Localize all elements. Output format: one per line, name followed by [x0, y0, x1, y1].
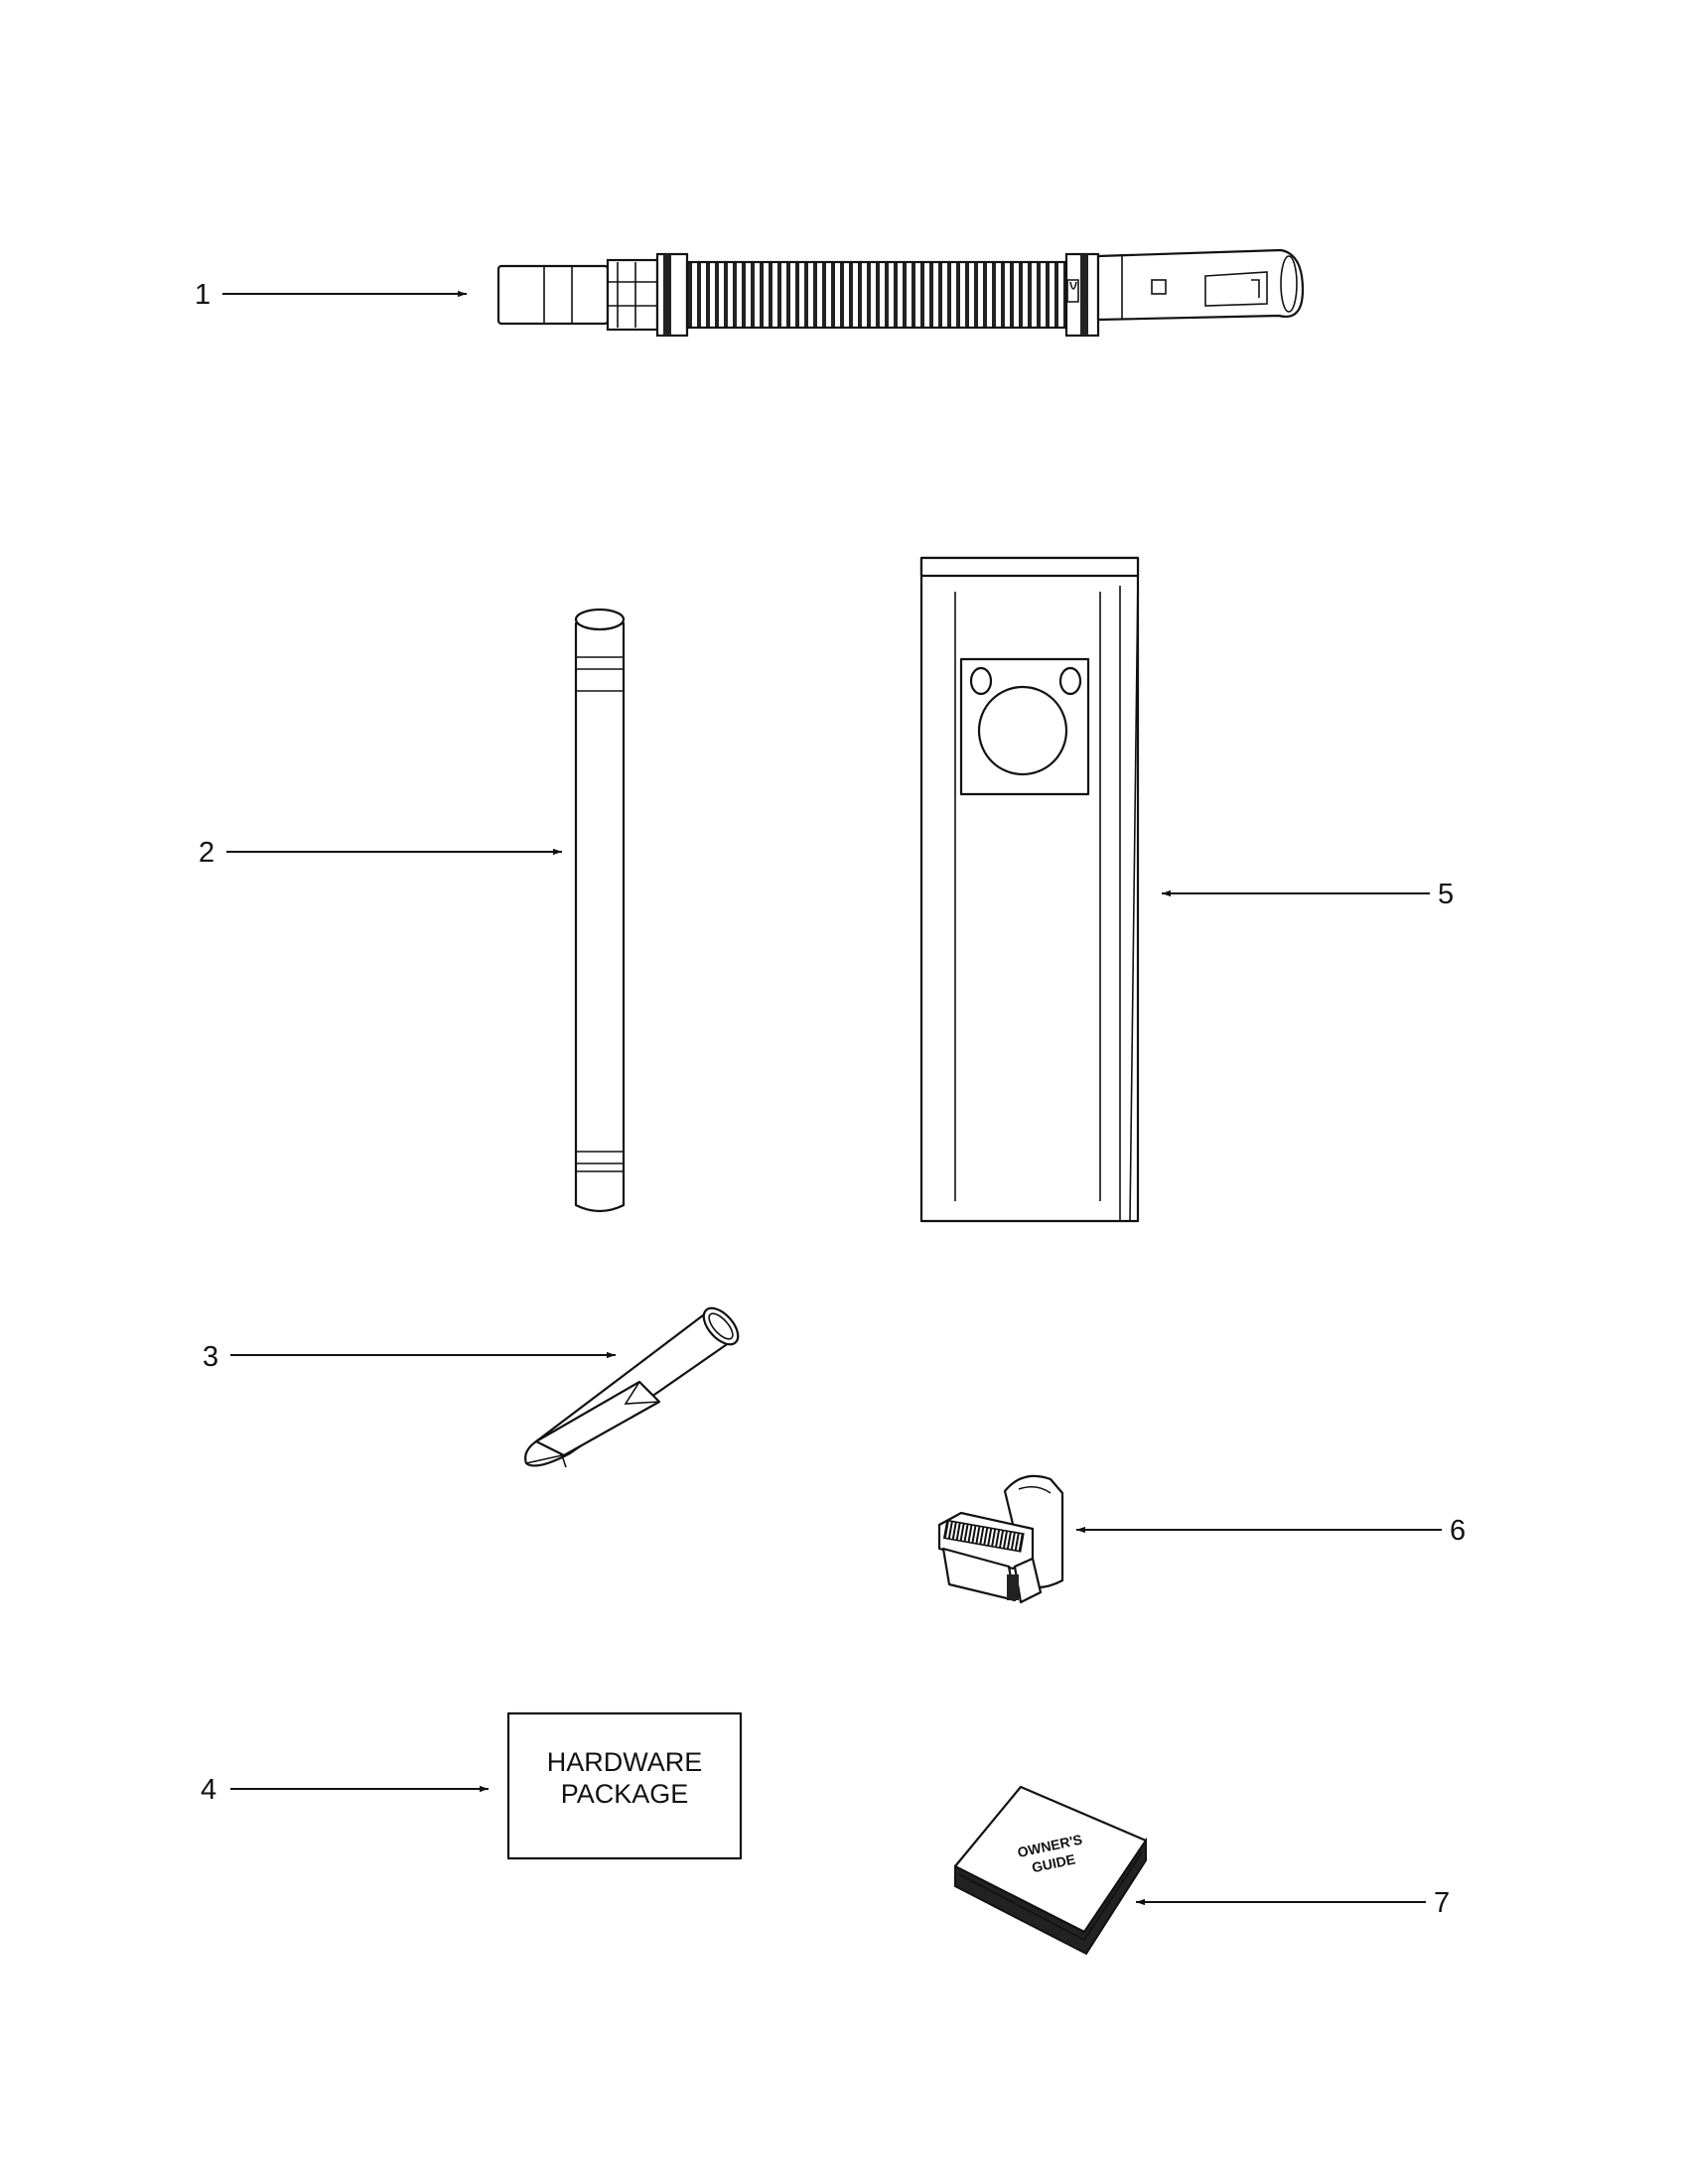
wand-drawing — [574, 608, 626, 1213]
hardware-package-part: 4 HARDWARE PACKAGE — [201, 1711, 743, 1860]
callout-6: 6 — [1450, 1515, 1466, 1547]
dusting-brush-part: 6 — [937, 1474, 1466, 1604]
wand-part: 2 — [199, 608, 626, 1213]
dust-bag-drawing — [919, 556, 1140, 1223]
callout-2: 2 — [199, 837, 214, 869]
owners-guide-part: 7 OWNER'S GUIDE — [953, 1785, 1450, 1956]
callout-1: 1 — [195, 279, 210, 311]
callout-7: 7 — [1434, 1887, 1450, 1919]
dusting-brush-drawing — [937, 1474, 1064, 1604]
callout-4: 4 — [201, 1774, 216, 1806]
crevice-tool-part: 3 — [203, 1306, 740, 1468]
callout-3: 3 — [203, 1341, 218, 1373]
callout-5: 5 — [1438, 879, 1454, 910]
crevice-tool-drawing — [524, 1306, 740, 1468]
hardware-package-label-line2: PACKAGE — [561, 1779, 689, 1809]
hardware-package-label-line1: HARDWARE — [547, 1747, 703, 1777]
hose-part: 1 — [195, 248, 1305, 338]
hose-drawing — [496, 248, 1305, 338]
owners-guide-drawing: OWNER'S GUIDE — [953, 1785, 1148, 1956]
hardware-package-box — [506, 1711, 743, 1860]
dust-bag-part: 5 — [919, 556, 1454, 1223]
